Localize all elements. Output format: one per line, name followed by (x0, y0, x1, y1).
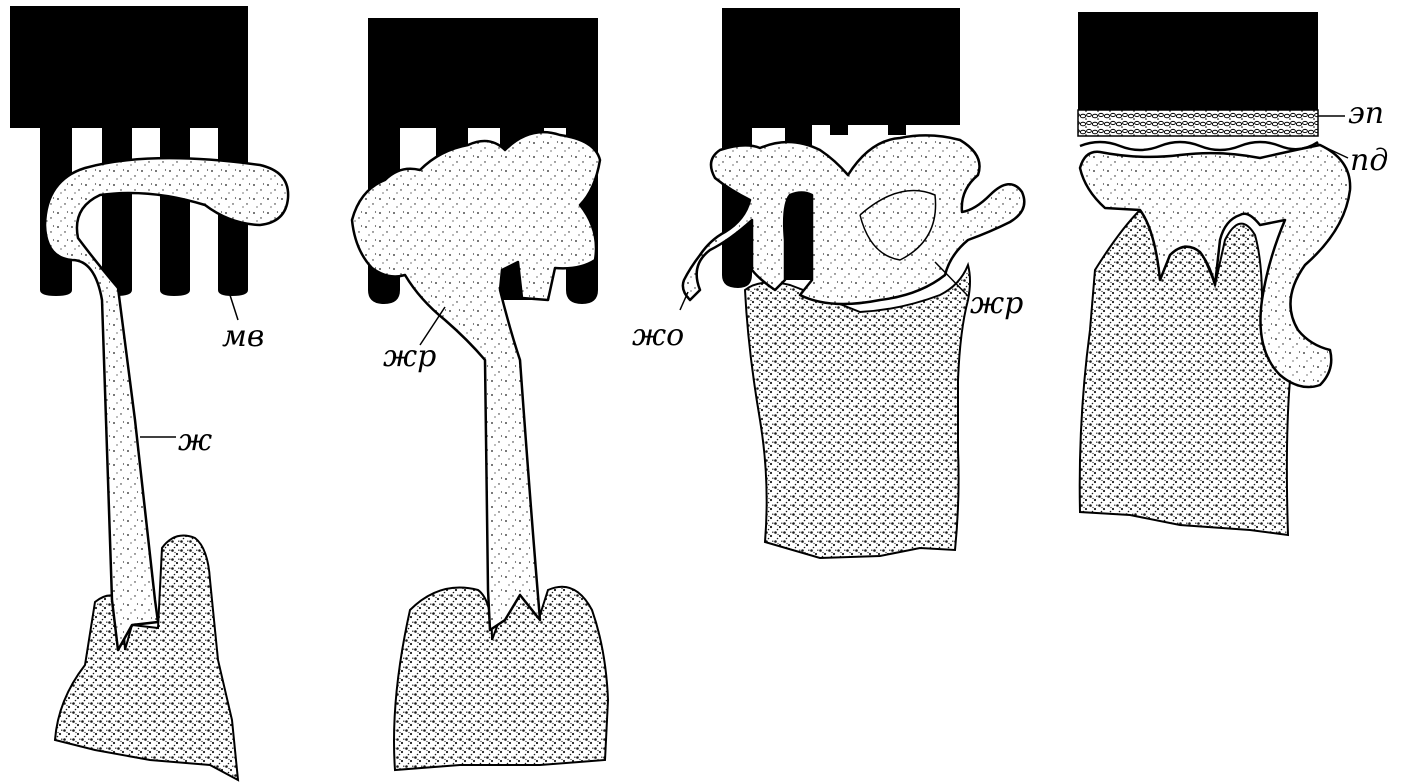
panel-2 (352, 18, 608, 770)
host-tissue (745, 265, 970, 558)
panel-1 (10, 6, 288, 780)
label-ep: эп (1318, 96, 1384, 131)
label-mv-text: мв (222, 319, 264, 354)
label-zh: ж (140, 423, 212, 458)
epithelium-layer (1078, 110, 1318, 136)
parasite-body (352, 132, 600, 630)
label-zho-text: жо (632, 318, 684, 353)
panel-3 (683, 8, 1024, 558)
label-zh-text: ж (178, 423, 212, 458)
label-mv: мв (222, 292, 264, 354)
epithelium-block (1078, 12, 1318, 110)
label-zhr-2-text: жр (970, 286, 1023, 321)
label-zhr-1-text: жр (383, 339, 436, 374)
basement-membrane (1080, 142, 1318, 150)
microvilli-block (10, 6, 248, 296)
panel-4 (1078, 12, 1350, 535)
label-ep-text: эп (1348, 96, 1384, 131)
host-tissue (1080, 210, 1290, 535)
label-zhr-1: жр (383, 307, 445, 374)
label-pd-text: пд (1350, 143, 1388, 178)
label-zho: жо (632, 292, 688, 353)
